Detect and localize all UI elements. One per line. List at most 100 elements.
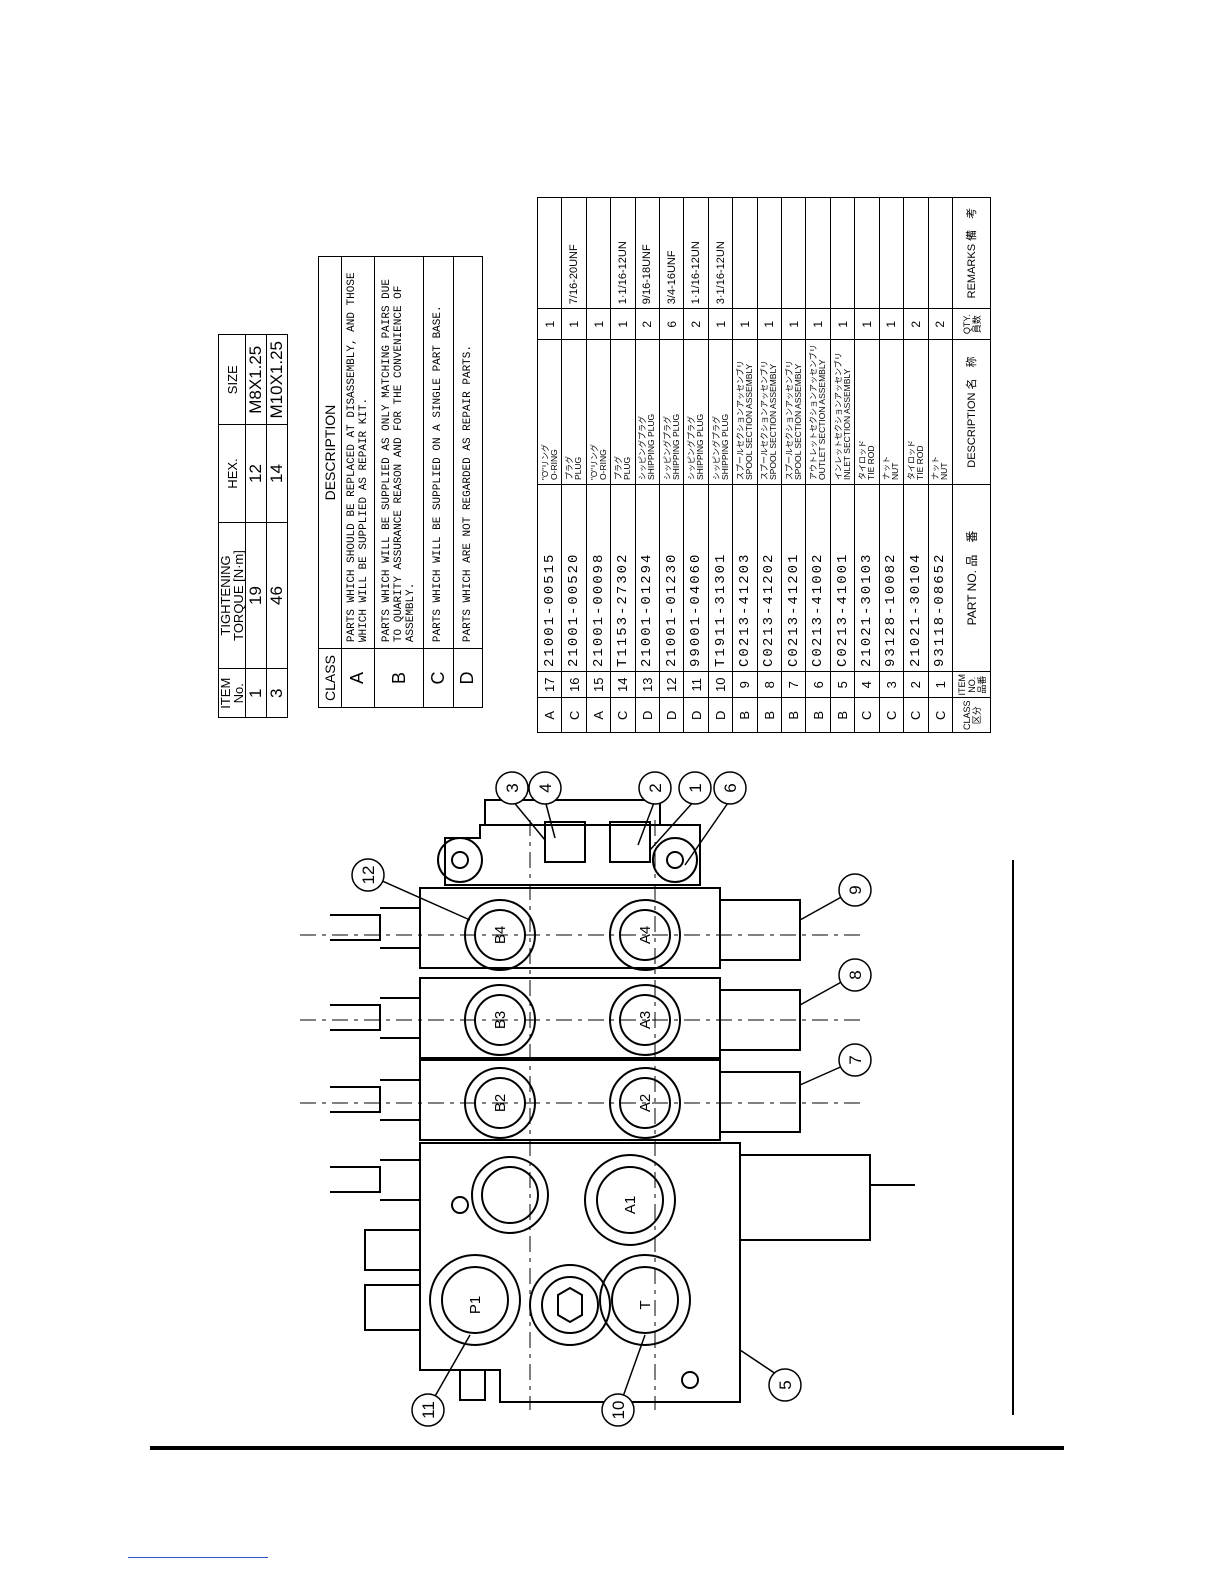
callout-label: 2 bbox=[646, 783, 665, 792]
parts-qty: 2 bbox=[683, 308, 709, 340]
parts-remarks bbox=[928, 197, 953, 309]
port-label-t: T bbox=[637, 1300, 654, 1309]
parts-class: C bbox=[903, 697, 928, 733]
parts-header-description-jp: 名 称 bbox=[965, 356, 978, 390]
parts-class: C bbox=[879, 697, 904, 733]
parts-remarks: 3·1/16-12UN bbox=[708, 197, 733, 309]
torque-size: M8X1.25 bbox=[245, 334, 267, 425]
parts-description-en: SHIPPING PLUG bbox=[646, 413, 657, 480]
parts-remarks: 3/4-16UNF bbox=[659, 197, 684, 309]
class-header-description: DESCRIPTION bbox=[318, 256, 342, 649]
parts-qty: 1 bbox=[537, 308, 562, 340]
parts-item-no: 14 bbox=[610, 671, 636, 698]
parts-header-class: CLASS 区分 bbox=[952, 697, 991, 733]
parts-remarks: 9/16-18UNF bbox=[635, 197, 660, 309]
parts-remarks: 1·1/16-12UN bbox=[610, 197, 636, 309]
parts-qty: 1 bbox=[805, 308, 831, 340]
parts-item-no: 3 bbox=[879, 671, 904, 698]
parts-class: B bbox=[732, 697, 758, 733]
parts-item-no: 4 bbox=[854, 671, 880, 698]
parts-header-description: DESCRIPTION 名 称 bbox=[952, 339, 991, 485]
torque-value: 19 bbox=[245, 522, 267, 669]
torque-size: M10X1.25 bbox=[266, 334, 288, 425]
parts-item-no: 1 bbox=[928, 671, 953, 698]
parts-description-en: SPOOL SECTION ASSEMBLY bbox=[792, 363, 803, 480]
parts-part-no: 21001-01230 bbox=[659, 484, 684, 672]
callout-4: 4 bbox=[528, 771, 562, 805]
parts-qty: 1 bbox=[879, 308, 904, 340]
parts-remarks bbox=[732, 197, 758, 309]
parts-description-en: PLUG bbox=[621, 456, 632, 480]
class-row: C PARTS WHICH WILL BE SUPPLIED ON A SING… bbox=[423, 256, 454, 708]
parts-item-no: 2 bbox=[903, 671, 928, 698]
callout-5: 5 bbox=[768, 1368, 802, 1402]
footer-link-underline bbox=[128, 1557, 268, 1558]
callout-label: 3 bbox=[503, 783, 522, 792]
callout-label: 1 bbox=[686, 783, 705, 792]
parts-remarks: 1·1/16-12UN bbox=[683, 197, 709, 309]
class-letter: D bbox=[453, 648, 483, 708]
parts-qty: 2 bbox=[903, 308, 928, 340]
parts-item-no: 12 bbox=[659, 671, 684, 698]
callout-11: 11 bbox=[411, 1393, 445, 1427]
torque-header-hex: HEX. bbox=[218, 425, 246, 523]
parts-class: D bbox=[708, 697, 733, 733]
parts-item-no: 9 bbox=[732, 671, 758, 698]
parts-part-no: T1153-27302 bbox=[610, 484, 636, 672]
parts-item-no: 11 bbox=[683, 671, 709, 698]
parts-remarks bbox=[537, 197, 562, 309]
parts-description-en: OUTLET SECTION ASSEMBLY bbox=[817, 359, 828, 480]
class-letter: A bbox=[341, 648, 375, 708]
footer-rule bbox=[150, 1446, 1064, 1450]
parts-qty: 1 bbox=[586, 308, 611, 340]
torque-item: 3 bbox=[266, 669, 288, 718]
port-label-a3: A3 bbox=[637, 1011, 654, 1029]
parts-item-no: 8 bbox=[757, 671, 782, 698]
parts-class: B bbox=[781, 697, 806, 733]
parts-description-en: SPOOL SECTION ASSEMBLY bbox=[768, 363, 779, 480]
parts-part-no: 21001-01294 bbox=[635, 484, 660, 672]
parts-remarks bbox=[854, 197, 880, 309]
parts-item-no: 13 bbox=[635, 671, 660, 698]
parts-remarks: 7/16-20UNF bbox=[561, 197, 587, 309]
parts-part-no: C0213-41001 bbox=[830, 484, 855, 672]
torque-hex: 14 bbox=[266, 425, 288, 523]
parts-class: A bbox=[537, 697, 562, 733]
parts-qty: 1 bbox=[561, 308, 587, 340]
callout-label: 7 bbox=[846, 1055, 865, 1064]
callout-7: 7 bbox=[838, 1043, 872, 1077]
parts-class: B bbox=[830, 697, 855, 733]
parts-description-en: O-RING bbox=[597, 449, 608, 480]
parts-part-no: C0213-41002 bbox=[805, 484, 831, 672]
port-label-a2: A2 bbox=[637, 1094, 654, 1112]
parts-part-no: C0213-41202 bbox=[757, 484, 782, 672]
parts-class: B bbox=[757, 697, 782, 733]
parts-description-en: NUT bbox=[939, 462, 950, 480]
parts-part-no: 93128-10082 bbox=[879, 484, 904, 672]
torque-header-size: SIZE bbox=[218, 334, 246, 425]
parts-description-en: SHIPPING PLUG bbox=[670, 413, 681, 480]
parts-description-en: SHIPPING PLUG bbox=[719, 413, 730, 480]
parts-description-en: TIE ROD bbox=[914, 445, 925, 480]
parts-class: B bbox=[805, 697, 831, 733]
